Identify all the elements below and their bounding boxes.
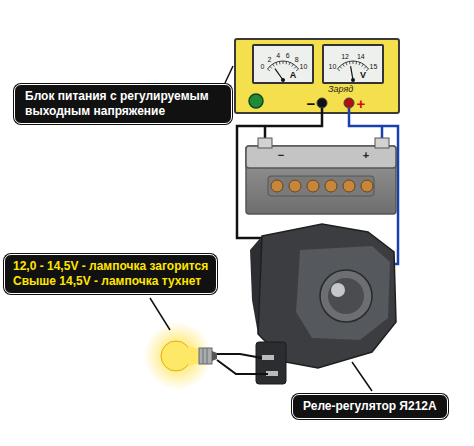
gauge-unit: A: [290, 71, 297, 80]
gauge-needle: [351, 66, 353, 80]
dial-tick: [267, 69, 269, 71]
dial-tick: [362, 64, 364, 67]
battery-sign: −: [278, 150, 284, 161]
dial-tick: [286, 61, 288, 64]
callout-text: Реле-регулятор Я212А: [303, 399, 437, 414]
needle-pivot: [351, 78, 355, 82]
battery-sign: +: [363, 150, 369, 161]
dial-arc: [337, 61, 368, 69]
scale-number: 14: [357, 53, 365, 60]
dial-tick: [346, 62, 347, 65]
dial-tick: [366, 69, 368, 71]
battery: [246, 138, 396, 214]
ammeter-gauge: 0246810A: [252, 44, 314, 84]
callout-text: Свыше 14,5V - лампочка тухнет: [13, 274, 208, 289]
callout-box: 12,0 - 14,5V - лампочка загоритсяСвыше 1…: [4, 254, 217, 294]
scale-number: 2: [267, 56, 271, 63]
dial-tick: [337, 69, 339, 71]
leader-line: [150, 298, 170, 330]
terminal-sign: −: [307, 96, 316, 111]
panel-label: Заряд: [328, 84, 353, 94]
lamp: [144, 322, 268, 390]
dial-tick: [292, 64, 294, 67]
dial-tick: [276, 62, 277, 65]
dial-arc: [267, 61, 298, 69]
scale-number: 10: [300, 62, 308, 69]
dial-tick: [359, 62, 360, 65]
blue-wire: [381, 126, 384, 138]
needle-pivot: [281, 78, 285, 82]
voltmeter-gauge: 10 12 14 15V: [322, 44, 384, 84]
scale-number: 10: [329, 62, 337, 69]
scale-number: 12: [341, 53, 349, 60]
power-supply-panel: Заряд0246810A10121415V: [234, 38, 400, 114]
dial-tick: [343, 64, 345, 67]
dial-tick: [270, 66, 272, 68]
black-wire: [264, 126, 267, 138]
dial-tick: [364, 66, 366, 68]
callout-box: Блок питания с регулируемым выходным нап…: [14, 84, 232, 124]
leader-line: [352, 362, 372, 391]
gauge-unit: V: [360, 71, 366, 80]
leader-line: [225, 66, 233, 83]
dial-tick: [279, 61, 281, 64]
dial-tick: [273, 64, 275, 67]
gauge-needle: [275, 69, 283, 80]
dial-tick: [349, 61, 351, 64]
callout-text: Блок питания с регулируемым выходным нап…: [25, 89, 221, 119]
dial-tick: [353, 61, 354, 64]
dial-tick: [296, 69, 298, 71]
callout-text: 12,0 - 14,5V - лампочка загорится: [13, 259, 208, 274]
scale-number: 0: [261, 62, 265, 69]
scale-number: 6: [286, 52, 290, 59]
dial-tick: [294, 66, 296, 68]
dial-tick: [340, 66, 342, 68]
scale-number: 4: [276, 52, 280, 59]
callout-box: Реле-регулятор Я212А: [292, 394, 448, 419]
terminal-sign: +: [357, 96, 366, 111]
dial-tick: [289, 62, 290, 65]
relay-regulator: [250, 224, 396, 384]
scale-number: 15: [370, 62, 378, 69]
dial-tick: [356, 61, 358, 64]
scale-number: 8: [295, 56, 299, 63]
dial-tick: [283, 61, 284, 64]
